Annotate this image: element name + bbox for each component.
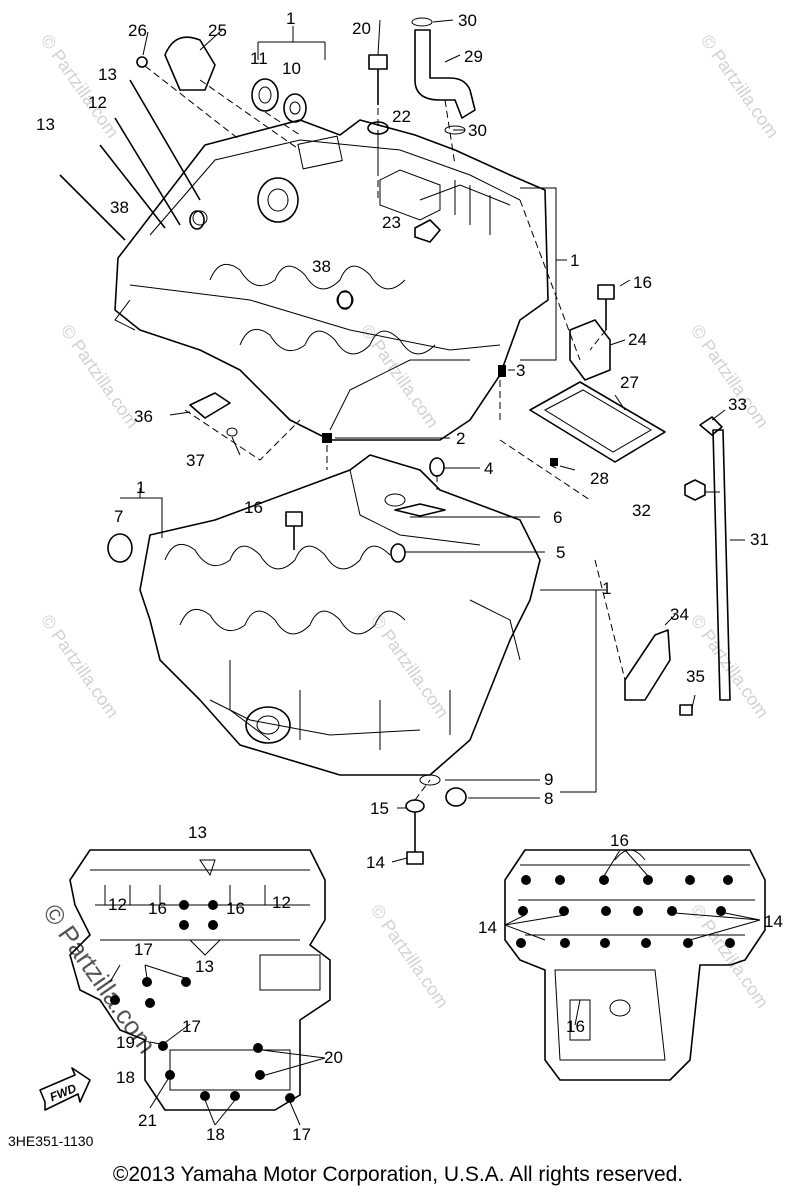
callout-label: 16 — [566, 1017, 585, 1036]
callout-label: 38 — [312, 257, 331, 276]
callout-label: 24 — [628, 330, 647, 349]
callout-label: 23 — [382, 213, 401, 232]
callout-label: 13 — [195, 957, 214, 976]
inset-bolt-pattern-right — [504, 849, 766, 1081]
callout-label: 1 — [570, 251, 579, 270]
callout-label: 15 — [370, 799, 389, 818]
callout-label: 22 — [392, 107, 411, 126]
callout-label: 38 — [110, 198, 129, 217]
upper-crankcase — [114, 119, 549, 441]
callout-labels: 1 26 25 11 10 20 30 29 13 12 22 30 13 38… — [36, 9, 769, 872]
callout-label: 14 — [478, 918, 497, 937]
callout-label: 27 — [620, 373, 639, 392]
callout-label: 16 — [244, 498, 263, 517]
callout-label: 17 — [292, 1125, 311, 1144]
small-parts — [59, 17, 731, 865]
callout-label: 12 — [272, 893, 291, 912]
callout-label: 16 — [226, 899, 245, 918]
callout-label: 28 — [590, 469, 609, 488]
callout-label: 6 — [553, 508, 562, 527]
watermark: © Partzilla.com — [687, 321, 773, 432]
watermark: © Partzilla.com — [367, 901, 453, 1012]
callout-label: 14 — [764, 912, 783, 931]
callout-label: 17 — [182, 1017, 201, 1036]
callout-label: 19 — [116, 1033, 135, 1052]
callout-label: 25 — [208, 21, 227, 40]
callout-label: 31 — [750, 530, 769, 549]
callout-label: 12 — [88, 93, 107, 112]
callout-label: 30 — [468, 121, 487, 140]
callout-label: 20 — [352, 19, 371, 38]
callout-label: 18 — [116, 1068, 135, 1087]
callout-label: 16 — [633, 273, 652, 292]
callout-label: 2 — [456, 429, 465, 448]
callout-label: 16 — [610, 831, 629, 850]
callout-label: 1 — [136, 478, 145, 497]
callout-label: 3 — [516, 361, 525, 380]
callout-label: 12 — [108, 895, 127, 914]
callout-label: 26 — [128, 21, 147, 40]
copyright-notice: ©2013 Yamaha Motor Corporation, U.S.A. A… — [112, 1163, 684, 1186]
callout-label: 33 — [728, 395, 747, 414]
callout-label: 29 — [464, 47, 483, 66]
inset-right-labels: 16 14 14 16 — [478, 831, 783, 1036]
callout-label: 5 — [556, 543, 565, 562]
inset-left-labels: 13 12 16 16 12 17 13 17 19 20 18 21 18 1… — [108, 823, 343, 1144]
callout-label: 13 — [36, 115, 55, 134]
watermark: © Partzilla.com — [57, 321, 143, 432]
callout-label: 1 — [602, 579, 611, 598]
callout-label: 1 — [286, 9, 295, 28]
callout-label: 35 — [686, 667, 705, 686]
callout-label: 20 — [324, 1048, 343, 1067]
callout-label: 10 — [282, 59, 301, 78]
callout-label: 36 — [134, 407, 153, 426]
callout-label: 13 — [188, 823, 207, 842]
callout-label: 34 — [670, 605, 689, 624]
callout-label: 32 — [632, 501, 651, 520]
callout-label: 16 — [148, 899, 167, 918]
watermark: © Partzilla.com — [357, 321, 443, 432]
lower-crankcase — [139, 454, 541, 776]
watermark: © Partzilla.com — [697, 31, 783, 142]
inset-bolt-pattern-left — [39, 849, 331, 1126]
callout-label: 14 — [366, 853, 385, 872]
callout-label: 8 — [544, 789, 553, 808]
callout-label: 9 — [544, 770, 553, 789]
callout-label: 4 — [484, 459, 493, 478]
callout-label: 17 — [134, 940, 153, 959]
callout-label: 30 — [458, 11, 477, 30]
callout-label: 18 — [206, 1125, 225, 1144]
watermark: © Partzilla.com — [37, 611, 123, 722]
leader-lines — [120, 19, 745, 863]
callout-label: 21 — [138, 1111, 157, 1130]
callout-label: 37 — [186, 451, 205, 470]
diagram-code: 3HE351-1130 — [8, 1133, 94, 1149]
callout-label: 11 — [250, 49, 268, 68]
callout-label: 13 — [98, 65, 117, 84]
callout-label: 7 — [114, 507, 123, 526]
